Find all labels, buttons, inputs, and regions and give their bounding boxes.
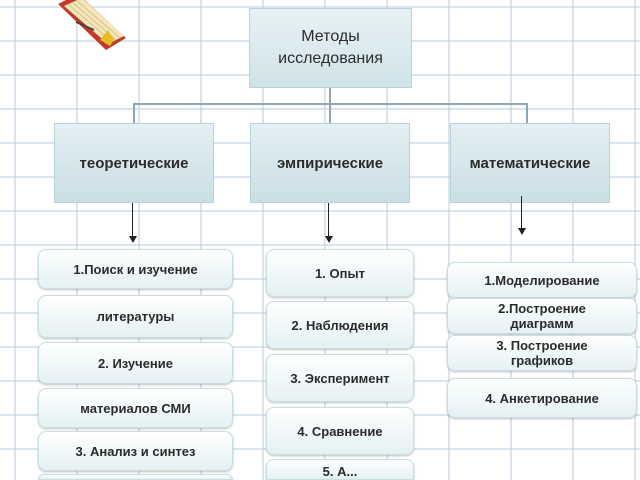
book-illustration bbox=[58, 0, 126, 50]
category-mathematical: математические bbox=[450, 123, 610, 203]
mathematical-item-1-label: 1.Моделирование bbox=[484, 272, 600, 288]
connector-empirical bbox=[329, 103, 331, 123]
theoretical-item-1: 1.Поиск и изучение bbox=[38, 249, 233, 289]
empirical-item-5: 5. А... bbox=[266, 459, 414, 480]
empirical-item-2-label: 2. Наблюдения bbox=[291, 317, 389, 333]
empirical-item-1-label: 1. Опыт bbox=[315, 265, 365, 281]
mathematical-item-3-label: 3. Построение графиков bbox=[496, 338, 588, 368]
theoretical-item-4-label: материалов СМИ bbox=[80, 400, 191, 416]
theoretical-item-3: 2. Изучение bbox=[38, 342, 233, 384]
empirical-item-4: 4. Сравнение bbox=[266, 407, 414, 455]
category-theoretical: теоретические bbox=[54, 123, 214, 203]
mathematical-item-4: 4. Анкетирование bbox=[447, 378, 637, 418]
empirical-item-3: 3. Эксперимент bbox=[266, 354, 414, 402]
theoretical-item-6 bbox=[38, 474, 233, 480]
category-empirical: эмпирические bbox=[250, 123, 410, 203]
theoretical-item-4: материалов СМИ bbox=[38, 388, 233, 428]
arrow-empirical-head bbox=[325, 236, 333, 243]
arrow-mathematical-head bbox=[518, 228, 526, 235]
arrow-mathematical-shaft bbox=[521, 196, 522, 228]
theoretical-item-2-label: литературы bbox=[96, 309, 175, 324]
arrow-theoretical-head bbox=[129, 236, 137, 243]
empirical-item-3-label: 3. Эксперимент bbox=[290, 370, 390, 386]
mathematical-item-2-label: 2.Построение диаграмм bbox=[498, 301, 586, 331]
arrow-theoretical-shaft bbox=[132, 203, 133, 236]
theoretical-item-5: 3. Анализ и синтез bbox=[38, 431, 233, 471]
empirical-item-5-label: 5. А... bbox=[322, 464, 358, 479]
mathematical-item-1: 1.Моделирование bbox=[447, 262, 637, 298]
theoretical-item-1-label: 1.Поиск и изучение bbox=[73, 261, 198, 277]
root-label: Методы исследования bbox=[278, 28, 383, 67]
category-theoretical-label: теоретические bbox=[79, 154, 189, 172]
connector-mathematical bbox=[526, 103, 528, 123]
category-empirical-label: эмпирические bbox=[276, 154, 384, 172]
root-box: Методы исследования bbox=[249, 8, 412, 88]
theoretical-item-3-label: 2. Изучение bbox=[97, 355, 174, 371]
theoretical-item-5-label: 3. Анализ и синтез bbox=[75, 443, 196, 459]
mathematical-item-4-label: 4. Анкетирование bbox=[485, 390, 599, 406]
connector-root-down bbox=[329, 88, 331, 104]
empirical-item-4-label: 4. Сравнение bbox=[297, 423, 383, 439]
theoretical-item-2: литературы bbox=[38, 295, 233, 338]
mathematical-item-3: 3. Построение графиков bbox=[447, 335, 637, 371]
mathematical-item-2: 2.Построение диаграмм bbox=[447, 298, 637, 334]
connector-theoretical bbox=[133, 103, 135, 123]
empirical-item-2: 2. Наблюдения bbox=[266, 301, 414, 349]
empirical-item-1: 1. Опыт bbox=[266, 249, 414, 297]
category-mathematical-label: математические bbox=[469, 154, 591, 172]
arrow-empirical-shaft bbox=[328, 203, 329, 236]
